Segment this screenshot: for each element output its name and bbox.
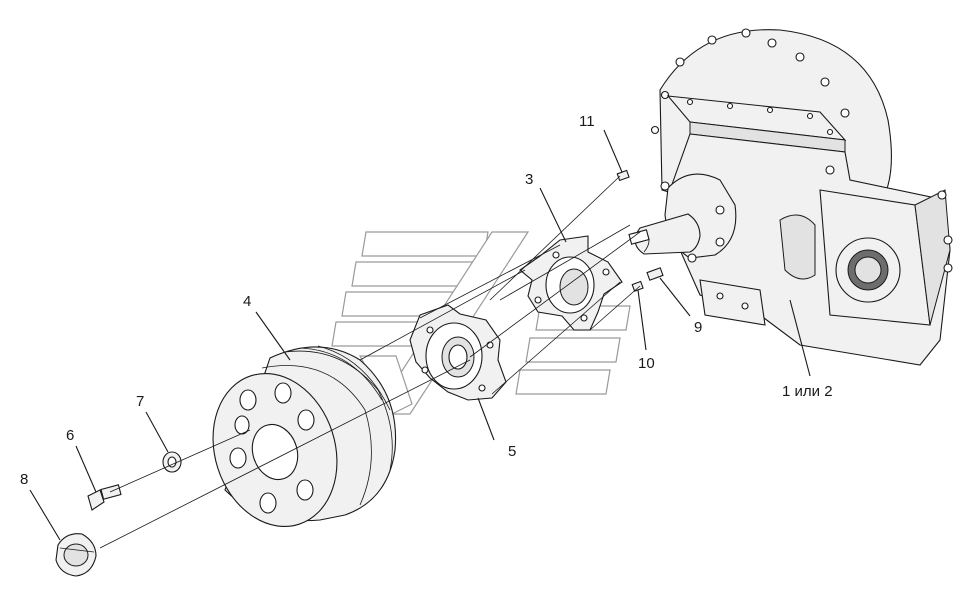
callout-6: 6: [66, 427, 74, 444]
callout-1: 1 или 2: [782, 383, 833, 400]
cover-bolts: [686, 98, 834, 136]
callout-11: 11: [579, 113, 595, 130]
callout-10: 10: [638, 355, 655, 372]
flange-bolt-holes: [650, 28, 850, 135]
callout-8: 8: [20, 471, 28, 488]
pulley-holes: [229, 382, 315, 514]
callout-3: 3: [525, 171, 533, 188]
part-11-pin: [616, 169, 630, 182]
part-4-pulley: [212, 345, 397, 528]
callout-7: 7: [136, 393, 144, 410]
callout-leaders: [29, 129, 811, 541]
part-7-washer: [162, 451, 182, 473]
part-10-bolt: [631, 280, 644, 292]
part-5-flange: [409, 304, 507, 401]
callout-5: 5: [508, 443, 516, 460]
gearbox-housing: [628, 28, 953, 366]
assembly-axis-lines: [99, 175, 641, 549]
callout-labels: 1 или 2 3 4 5 6 7 8 9 10 11: [20, 113, 833, 488]
part-8-nut: [55, 533, 97, 577]
part-6-bolt: [87, 484, 122, 511]
callout-9: 9: [694, 319, 702, 336]
callout-4: 4: [243, 293, 251, 310]
